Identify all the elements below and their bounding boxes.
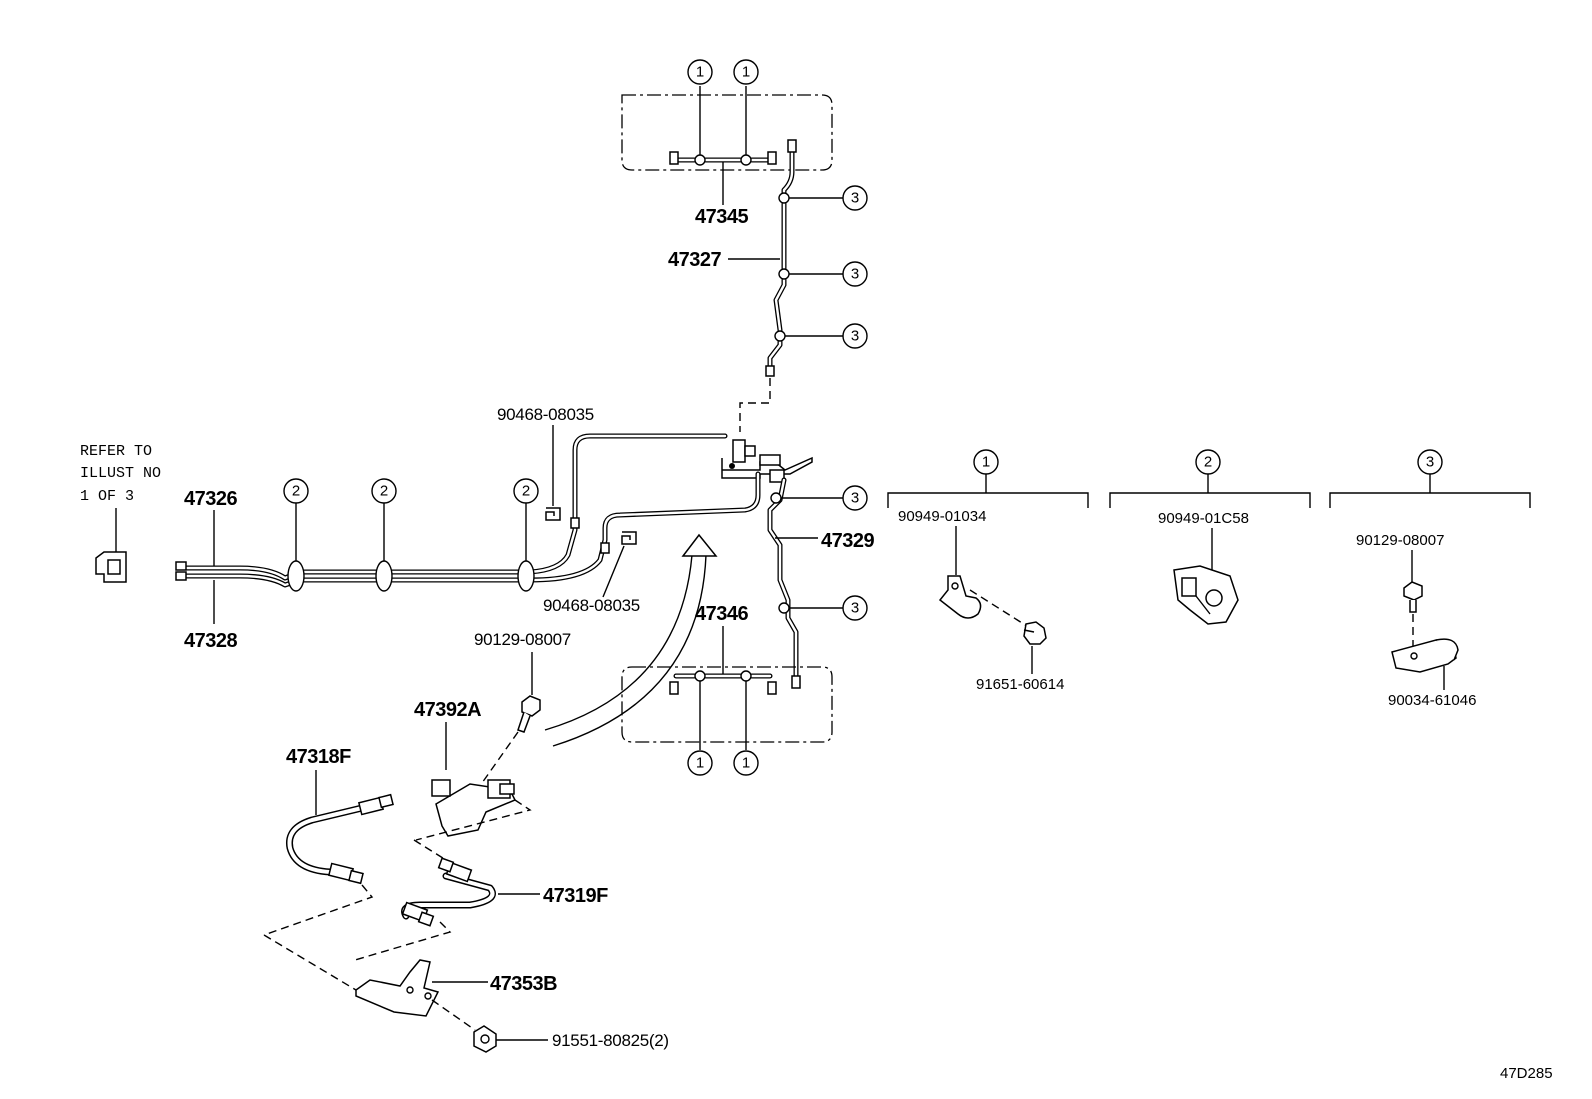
label-47346: 47346 xyxy=(695,603,748,625)
svg-text:2: 2 xyxy=(292,483,300,500)
callout-2-c: 2 xyxy=(513,478,539,561)
bracket-47392A xyxy=(431,779,517,837)
label-91651-60614: 91651-60614 xyxy=(976,676,1064,693)
brake-junction-block xyxy=(721,439,813,483)
label-47326: 47326 xyxy=(184,488,237,510)
svg-text:1: 1 xyxy=(696,755,704,772)
callout-2-a: 2 xyxy=(283,478,309,561)
label-90129-08007-b: 90129-08007 xyxy=(1356,532,1444,549)
clip-90468-b xyxy=(621,531,637,545)
callout-3-e: 3 xyxy=(789,595,868,621)
callout-3-a: 3 xyxy=(789,185,868,211)
refer-line-3: 1 OF 3 xyxy=(80,488,134,505)
callout-2-b: 2 xyxy=(371,478,397,561)
callout-1-top-left: 1 xyxy=(687,59,713,155)
clamp-90034-61046 xyxy=(1391,638,1459,673)
brake-hose-47319F xyxy=(401,857,496,927)
top-mount-frame xyxy=(621,94,833,171)
clip-90468-a xyxy=(545,507,561,521)
svg-text:3: 3 xyxy=(851,490,859,507)
svg-text:1: 1 xyxy=(742,64,750,81)
label-90129-08007-a: 90129-08007 xyxy=(474,630,571,649)
label-90949-01C58: 90949-01C58 xyxy=(1158,510,1249,527)
legend-group-1: 1 xyxy=(887,449,1089,508)
diagram-code: 47D285 xyxy=(1500,1065,1553,1082)
svg-text:1: 1 xyxy=(696,64,704,81)
svg-text:1: 1 xyxy=(982,454,990,471)
clamp-90949-01034 xyxy=(938,575,982,619)
label-90034-61046: 90034-61046 xyxy=(1388,692,1476,709)
label-90468-08035-top: 90468-08035 xyxy=(497,405,594,424)
svg-text:3: 3 xyxy=(851,266,859,283)
svg-text:2: 2 xyxy=(522,483,530,500)
label-47392A: 47392A xyxy=(414,699,481,721)
bolt-90129-08007-a xyxy=(517,695,541,733)
clamp-90949-01C58 xyxy=(1173,565,1239,625)
label-47318F: 47318F xyxy=(286,746,351,768)
label-47329: 47329 xyxy=(821,530,874,552)
brake-tube-47326-47328 xyxy=(175,433,761,592)
callout-3-c: 3 xyxy=(785,323,868,349)
label-90949-01034: 90949-01034 xyxy=(898,508,986,525)
label-47345: 47345 xyxy=(695,206,748,228)
svg-text:1: 1 xyxy=(742,755,750,772)
svg-text:2: 2 xyxy=(1204,454,1212,471)
legend-group-2: 2 xyxy=(1109,449,1311,508)
bolt-91551-80825 xyxy=(473,1025,497,1053)
brake-hose-47318F xyxy=(285,793,394,885)
label-90468-08035-bottom: 90468-08035 xyxy=(543,596,640,615)
svg-text:3: 3 xyxy=(851,328,859,345)
callout-3-b: 3 xyxy=(789,261,868,287)
svg-text:3: 3 xyxy=(1426,454,1434,471)
svg-text:3: 3 xyxy=(851,190,859,207)
legend-group-3: 3 xyxy=(1329,449,1531,508)
callout-1-bottom-right: 1 xyxy=(733,681,759,776)
callout-1-top-right: 1 xyxy=(733,59,759,155)
clamp-bar-47345 xyxy=(669,151,777,166)
bottom-mount-frame xyxy=(621,666,833,743)
callout-3-d: 3 xyxy=(781,485,868,511)
bolt-90129-08007-b xyxy=(1403,581,1423,613)
brake-tube-47329 xyxy=(767,477,801,689)
label-47328: 47328 xyxy=(184,630,237,652)
bracket-47353B xyxy=(355,959,440,1017)
label-47353B: 47353B xyxy=(490,973,557,995)
direction-arrow xyxy=(544,533,718,747)
label-47319F: 47319F xyxy=(543,885,608,907)
bolt-91651-60614 xyxy=(1023,621,1047,645)
svg-text:3: 3 xyxy=(851,600,859,617)
brake-tube-47327 xyxy=(765,139,797,377)
callout-1-bottom-left: 1 xyxy=(687,681,713,776)
label-47327: 47327 xyxy=(668,249,721,271)
refer-line-2: ILLUST NO xyxy=(80,465,161,482)
label-91551-80825: 91551-80825(2) xyxy=(552,1031,669,1050)
svg-text:2: 2 xyxy=(380,483,388,500)
refer-connector-part xyxy=(95,551,127,583)
clamp-bar-47346 xyxy=(669,670,777,695)
refer-line-1: REFER TO xyxy=(80,443,152,460)
